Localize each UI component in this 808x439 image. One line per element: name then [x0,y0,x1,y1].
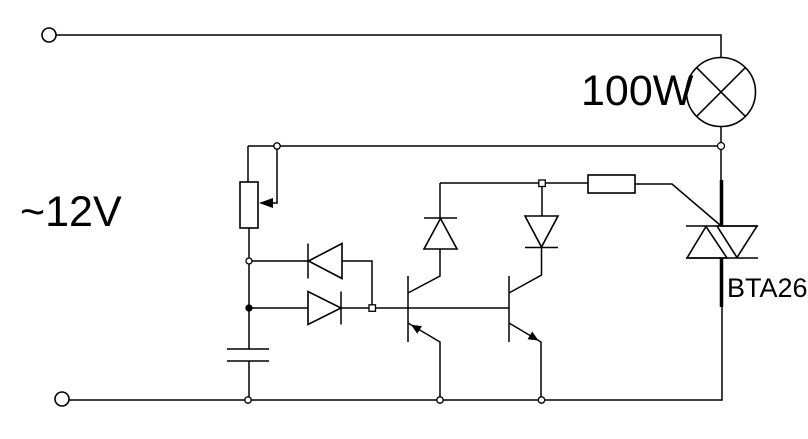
pnp-emitter-lead [407,322,441,400]
triac-icon [685,225,759,259]
junction-gate-wire [538,179,546,188]
npn-transistor-icon [508,276,542,400]
lamp-icon [685,56,757,128]
pot-body [239,181,259,229]
right-vdiode-bottom-lead [508,247,543,294]
junction-diode-pair-right [368,304,377,312]
left-vdiode-bottom-lead [407,249,441,294]
triac-down-triangle [715,225,759,259]
upper-diode-triangle [306,242,343,280]
junction-cap-bottom [244,396,252,404]
pot-wiper-wire [262,149,278,204]
antiparallel-diode-pair-icon [252,242,509,326]
npn-emitter-lead [508,322,542,400]
pnp-emitter-arrow [411,324,422,334]
junction-pnp-emitter [436,396,444,404]
potentiometer-icon [239,146,278,349]
npn-emitter-arrow [527,331,539,341]
lower-diode-triangle [307,290,343,326]
top-supply-wire [56,34,722,58]
source-terminal-top-icon [41,27,57,43]
junction-lower-diode [245,304,253,312]
junction-lamp-triac [716,141,726,151]
gate-resistor-icon [440,174,721,226]
source-voltage-label: ~12V [20,188,122,236]
bottom-supply-wire [69,307,723,401]
pnp-transistor-icon [407,276,441,400]
lamp-power-label: 100W [581,67,694,115]
left-vertical-diode-icon [407,183,459,294]
right-vertical-diode-icon [508,186,560,294]
left-vdiode-triangle [422,216,459,250]
capacitor-icon [227,348,269,397]
triac-up-triangle [685,225,729,259]
junction-upper-diode [245,257,253,265]
source-terminal-bottom-icon [54,391,70,407]
right-vdiode-triangle [523,215,560,249]
junction-npn-emitter [537,396,546,404]
triac-part-label: BTA26 [727,273,808,303]
pot-wiper-arrow [259,198,273,208]
junction-pot-wiper [273,142,281,150]
lamp-cross [696,67,746,117]
upper-diode-right-wire [342,260,373,305]
gate-wire-right [635,183,721,226]
resistor-body [587,174,636,194]
